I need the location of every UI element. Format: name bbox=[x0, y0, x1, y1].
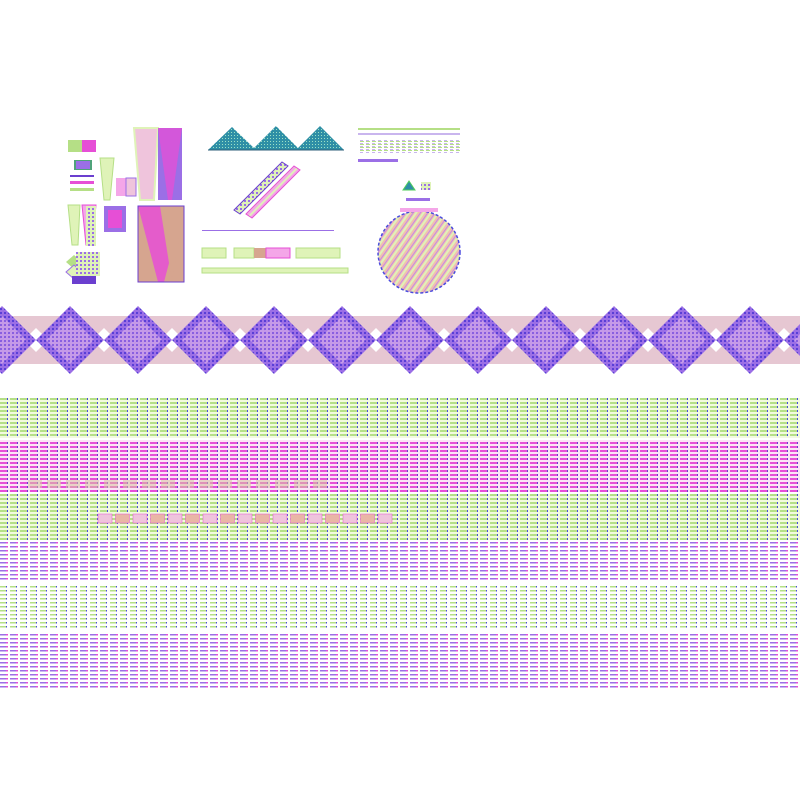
block-sprite bbox=[202, 513, 218, 524]
sprite-column-mid bbox=[99, 157, 137, 232]
tiny-triangle-icon bbox=[402, 180, 431, 201]
faint-block-sprite bbox=[85, 480, 99, 488]
diagonal-bar-sprites bbox=[233, 161, 301, 219]
faint-block-sprite bbox=[218, 480, 232, 488]
diamond-band-canvas bbox=[0, 306, 800, 374]
diamond-inner-tile bbox=[182, 328, 206, 352]
diamond-inner-tile bbox=[318, 328, 342, 352]
hatched-circle-icon bbox=[377, 208, 461, 294]
block-sprite bbox=[290, 513, 305, 524]
faint-block-sprite bbox=[199, 480, 213, 488]
diamond-inner-tile bbox=[0, 316, 14, 340]
faint-block-sprite bbox=[123, 480, 137, 488]
bar-sprites bbox=[201, 230, 349, 274]
block-sprite bbox=[150, 513, 165, 524]
faint-block-sprite bbox=[66, 480, 80, 488]
sprite-sheet-canvas bbox=[65, 126, 461, 294]
diamond-inner-tile bbox=[0, 340, 14, 364]
faint-block-sprite bbox=[104, 480, 118, 488]
block-sprite bbox=[360, 513, 375, 524]
faint-row-sprites bbox=[28, 480, 327, 488]
mountain-triangle-icon bbox=[208, 126, 344, 151]
faint-block-sprite bbox=[142, 480, 156, 488]
block-sprite bbox=[325, 513, 340, 524]
diamond-inner-tile bbox=[46, 328, 70, 352]
faint-block-sprite bbox=[161, 480, 175, 488]
block-row-sprites bbox=[97, 513, 393, 524]
block-sprite bbox=[237, 513, 253, 524]
block-sprite bbox=[132, 513, 148, 524]
block-sprite bbox=[307, 513, 323, 524]
block-sprite bbox=[115, 513, 130, 524]
diamond-inner-tile bbox=[250, 328, 274, 352]
diamond-inner-tile bbox=[454, 328, 478, 352]
diamond-inner-tile bbox=[114, 328, 138, 352]
sprite-sheet-top bbox=[0, 0, 800, 300]
block-sprite bbox=[167, 513, 183, 524]
block-sprite bbox=[220, 513, 235, 524]
faint-block-sprite bbox=[28, 480, 42, 488]
stripe-field-canvas bbox=[0, 398, 800, 688]
diamond-inner-tile bbox=[658, 328, 682, 352]
faint-block-sprite bbox=[294, 480, 308, 488]
diamond-inner-tile bbox=[726, 328, 750, 352]
block-sprite bbox=[377, 513, 393, 524]
block-sprite bbox=[342, 513, 358, 524]
diamond-inner-tile bbox=[522, 328, 546, 352]
faint-block-sprite bbox=[256, 480, 270, 488]
faint-block-sprite bbox=[47, 480, 61, 488]
block-sprite bbox=[272, 513, 288, 524]
diamond-inner-tile bbox=[386, 328, 410, 352]
funnel-sprites bbox=[132, 127, 185, 283]
diamond-inner-tile bbox=[0, 338, 2, 342]
diamond-inner-tile bbox=[590, 328, 614, 352]
block-sprite bbox=[255, 513, 270, 524]
faint-block-sprite bbox=[237, 480, 251, 488]
block-sprite bbox=[185, 513, 200, 524]
faint-block-sprite bbox=[180, 480, 194, 488]
faint-block-sprite bbox=[275, 480, 289, 488]
faint-block-sprite bbox=[313, 480, 327, 488]
striped-texture-field bbox=[0, 398, 800, 693]
diamond-inner-tile bbox=[794, 334, 800, 346]
diamond-pattern-band bbox=[0, 300, 800, 380]
band-diamond bbox=[784, 324, 800, 356]
sprite-column-small bbox=[65, 140, 100, 284]
block-sprite bbox=[97, 513, 113, 524]
text-line-sprites bbox=[358, 128, 460, 162]
